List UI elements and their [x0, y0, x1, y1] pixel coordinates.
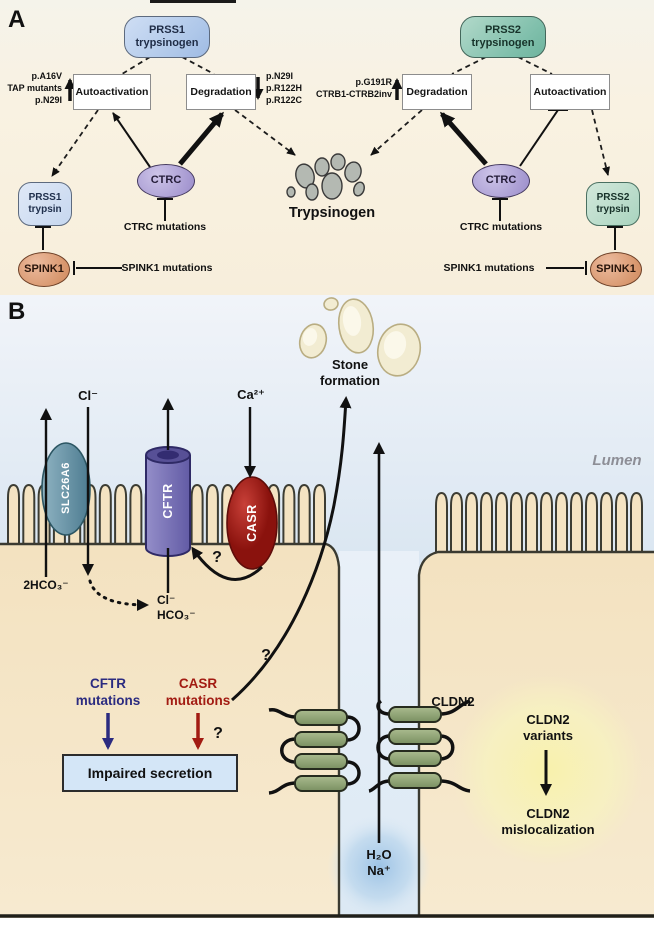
dashed-links: [51, 56, 610, 177]
ctrc-left-node: CTRC: [137, 164, 195, 198]
cftr-channel-pore: [157, 450, 179, 460]
prss2-trypsin-node: PRSS2 trypsin: [586, 182, 640, 226]
cldn2-loops: [268, 699, 471, 795]
chloride-bicarbonate-label: Cl⁻ HCO₃⁻: [157, 593, 196, 622]
stone-formation-arrow: [231, 396, 352, 702]
ctrc-right-to-degradation-arrow: [440, 111, 488, 166]
impaired-secretion-label: Impaired secretion: [87, 765, 213, 781]
panel-a-connectors: [35, 56, 623, 275]
spink1-right-node: SPINK1: [590, 252, 642, 287]
ctrc-mutations-left-label: CTRC mutations: [123, 221, 207, 233]
casr-mutations-label: CASR mutations: [165, 676, 231, 708]
right-degradation-mutations: p.G191R CTRB1-CTRB2inv: [315, 77, 392, 99]
left-cell-body: [0, 545, 339, 918]
cldn2-cylinders: [294, 706, 442, 792]
water-sodium-label: H₂O Na⁺: [366, 847, 392, 879]
prss1-trypsin-node: PRSS1 trypsin: [18, 182, 72, 226]
autoactivation-right-box: Autoactivation: [530, 74, 610, 110]
stone-formation-label: Stone formation: [320, 357, 380, 389]
slc26a6-label: SLC26A6: [60, 462, 72, 514]
question-stone-arrow: ?: [261, 647, 271, 664]
cftr-label: CFTR: [161, 483, 175, 519]
left-autoactivation-mutations: p.A16V TAP mutants p.N29I: [7, 71, 62, 105]
spink1-left-node: SPINK1: [18, 252, 70, 287]
spink1-mutations-left-label: SPINK1 mutations: [121, 262, 213, 274]
degradation-right-box: Degradation: [402, 74, 472, 110]
casr-to-cftr-question-arrow: [191, 546, 264, 581]
top-edge-bar: [150, 0, 236, 3]
ctrc-right-inhibits-autoactivation: [519, 109, 568, 167]
prss2-trypsinogen-node: PRSS2 trypsinogen: [460, 16, 546, 58]
ctrc-mutations-right-label: CTRC mutations: [459, 221, 543, 233]
cldn2-variants-label: CLDN2 variants: [523, 712, 573, 744]
lumen-label: Lumen: [592, 452, 642, 469]
cftr-mutations-label: CFTR mutations: [75, 676, 141, 708]
question-casr-mutations: ?: [213, 725, 223, 742]
ctrc-right-node: CTRC: [472, 164, 530, 198]
cldn2-mislocalization-label: CLDN2 mislocalization: [501, 806, 595, 838]
panel-a-background: [0, 0, 654, 296]
panel-b-scene: [0, 295, 654, 919]
calcium-label: Ca²⁺: [237, 387, 265, 402]
cldn2-variants-glow: [453, 675, 643, 865]
water-glow: [327, 815, 431, 919]
ctrc-left-to-degradation-arrow: [178, 111, 224, 166]
spink1-mutations-right-label: SPINK1 mutations: [443, 262, 535, 274]
cldn2-label: CLDN2: [431, 694, 475, 709]
inhibition-links: [35, 198, 623, 275]
trypsinogen-label: Trypsinogen: [288, 205, 376, 221]
panel-a-letter: A: [8, 6, 26, 33]
autoactivation-left-box: Autoactivation: [73, 74, 151, 110]
impaired-secretion-box: Impaired secretion: [62, 754, 238, 792]
cell-outlines: [0, 542, 654, 916]
trypsinogen-blobs: [286, 153, 365, 201]
panel-b-letter: B: [8, 298, 26, 325]
chloride-top-label: Cl⁻: [78, 388, 98, 403]
left-degradation-mutations: p.N29I p.R122H p.R122C: [266, 71, 303, 105]
casr-label: CASR: [245, 504, 259, 542]
degradation-left-box: Degradation: [186, 74, 256, 110]
question-casr-cftr: ?: [212, 549, 222, 566]
bicarbonate-label: 2HCO₃⁻: [23, 578, 69, 592]
prss1-trypsinogen-node: PRSS1 trypsinogen: [124, 16, 210, 58]
stone-highlights: [302, 306, 407, 359]
ctrc-left-to-autoactivation-arrow: [112, 112, 151, 168]
slc26a6-transporter: [41, 442, 91, 536]
